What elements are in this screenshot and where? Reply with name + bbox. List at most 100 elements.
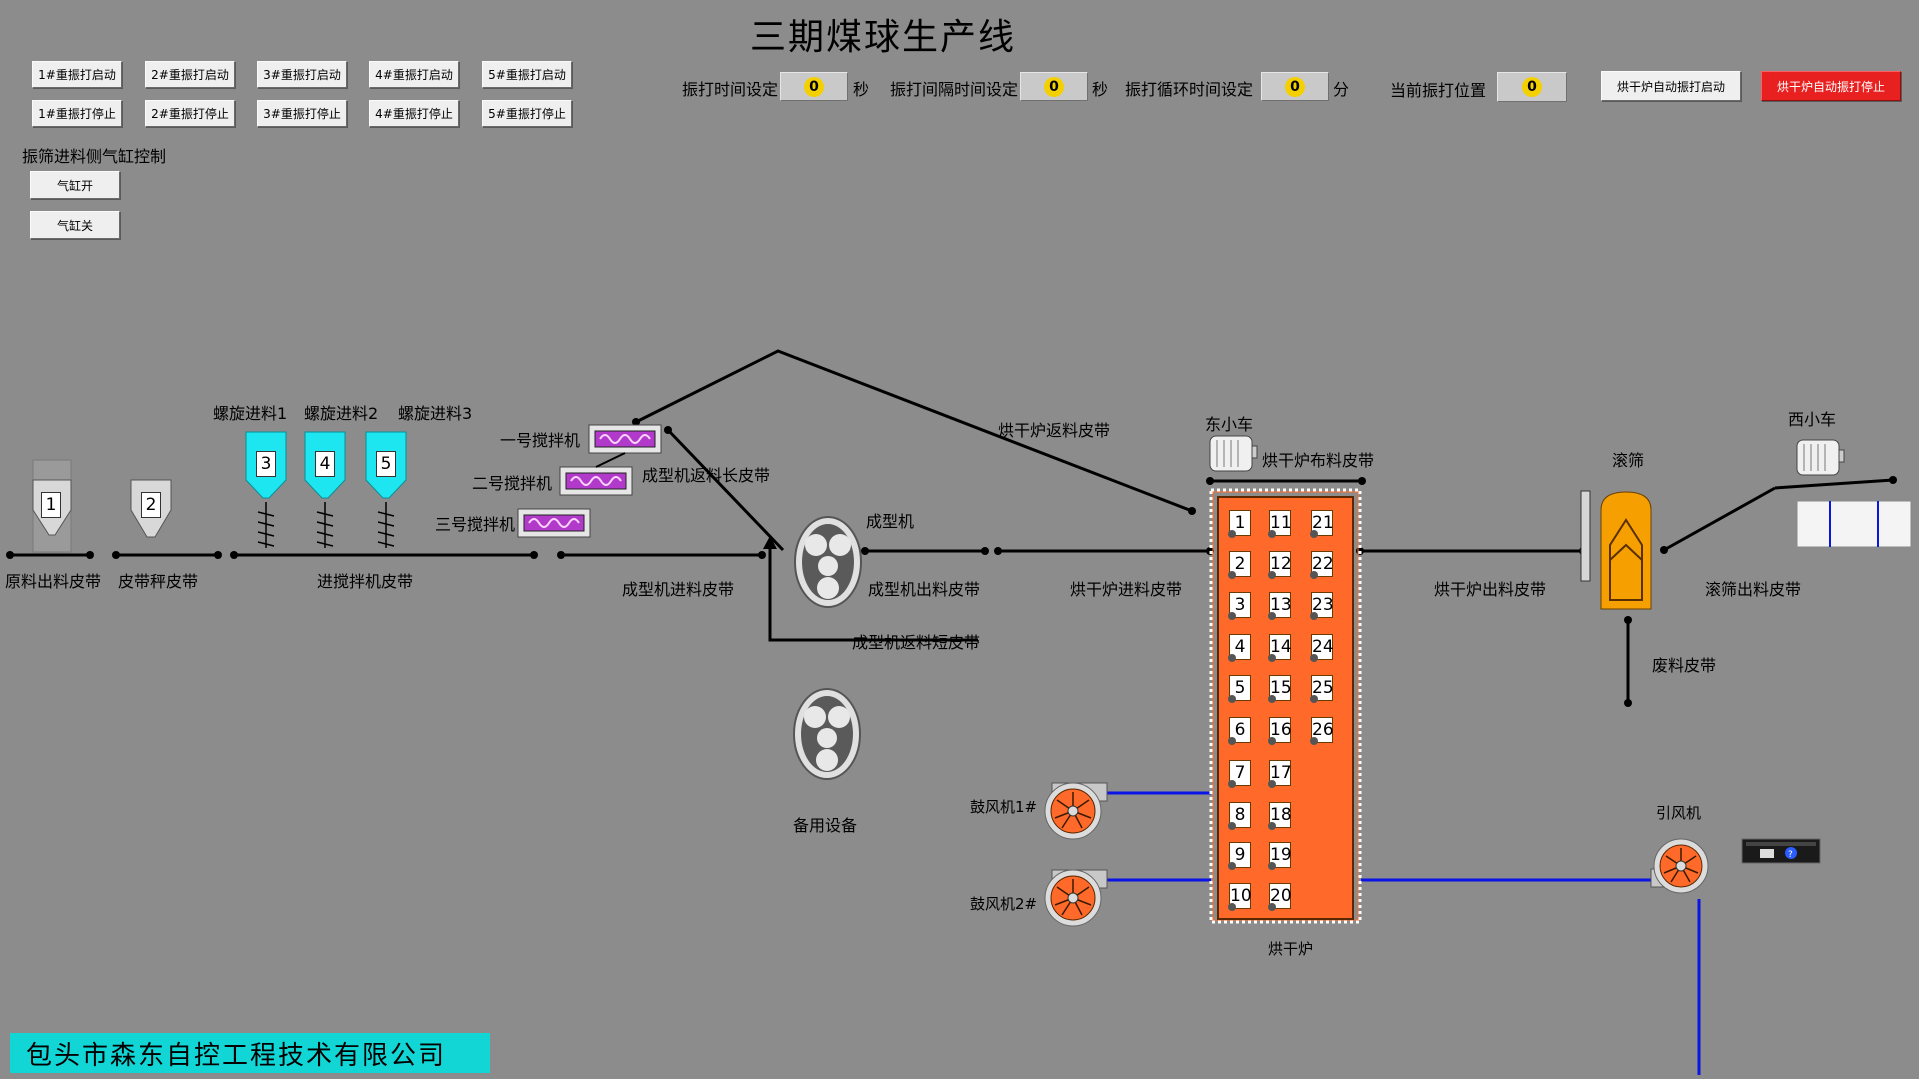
dryer-cell-25[interactable]: 25 (1310, 675, 1334, 703)
hopper-4[interactable] (304, 431, 346, 548)
dryer-return-belt-line (635, 349, 1193, 513)
drum-screen[interactable] (1580, 490, 1652, 610)
dryer-auto-vibrate-stop-button[interactable]: 烘干炉自动振打停止 (1761, 71, 1901, 101)
dryer-cell-8[interactable]: 8 (1228, 802, 1251, 830)
cycle-time-input[interactable]: 0 (1261, 72, 1329, 101)
former-out-belt-label: 成型机出料皮带 (868, 580, 981, 599)
dryer-cell-16[interactable]: 16 (1268, 717, 1292, 745)
spiral-3-label: 螺旋进料3 (398, 404, 473, 423)
hit-time-value: 0 (804, 76, 824, 97)
dryer-cell-14[interactable]: 14 (1268, 634, 1292, 662)
draft-fan-label: 引风机 (1656, 804, 1702, 822)
vibrate-2-start-button[interactable]: 2#重振打启动 (145, 61, 235, 88)
blower-2-label: 鼓风机2# (970, 895, 1038, 913)
cycle-time-unit: 分 (1333, 80, 1350, 99)
former-label: 成型机 (866, 512, 915, 531)
dryer-cell-6[interactable]: 6 (1228, 717, 1251, 745)
mixer-1[interactable] (588, 424, 662, 454)
dryer-cell-1[interactable]: 1 (1228, 510, 1251, 538)
dryer-cell-26[interactable]: 26 (1310, 717, 1334, 745)
backup-device-label: 备用设备 (793, 816, 858, 835)
hopper-5-number: 5 (376, 451, 396, 477)
cylinder-open-button[interactable]: 气缸开 (30, 171, 120, 199)
vibrate-1-stop-button[interactable]: 1#重振打停止 (32, 100, 122, 127)
hopper-4-number: 4 (315, 451, 335, 477)
dryer-cell-3[interactable]: 3 (1228, 592, 1251, 620)
cylinder-control-heading: 振筛进料侧气缸控制 (22, 147, 167, 166)
long-return-belt-label: 成型机返料长皮带 (642, 466, 771, 485)
dryer-cell-18[interactable]: 18 (1268, 802, 1292, 830)
system-tray-icon[interactable]: ? (1741, 838, 1821, 864)
dryer-cell-17[interactable]: 17 (1268, 760, 1292, 788)
dryer-cell-19[interactable]: 19 (1268, 842, 1292, 870)
short-return-belt-label: 成型机返料短皮带 (852, 633, 981, 652)
waste-belt-label: 废料皮带 (1652, 656, 1717, 675)
current-position-label: 当前振打位置 (1390, 81, 1487, 100)
company-banner: 包头市森东自控工程技术有限公司 (10, 1033, 490, 1073)
spiral-2-label: 螺旋进料2 (304, 404, 379, 423)
backup-former[interactable] (793, 688, 861, 780)
dryer-cell-20[interactable]: 20 (1268, 883, 1292, 911)
blower-1[interactable] (1044, 782, 1108, 840)
dryer-dist-belt-label: 烘干炉布料皮带 (1262, 451, 1375, 470)
hopper-2-number: 2 (141, 492, 161, 518)
blower-1-label: 鼓风机1# (970, 798, 1038, 816)
dryer-cell-9[interactable]: 9 (1228, 842, 1251, 870)
cylinder-close-button[interactable]: 气缸关 (30, 211, 120, 239)
vibrate-5-stop-button[interactable]: 5#重振打停止 (482, 100, 572, 127)
hopper-1-number: 1 (41, 492, 61, 518)
dryer-cell-22[interactable]: 22 (1310, 551, 1334, 579)
mixer-2-label: 二号搅拌机 (472, 474, 553, 493)
west-cart[interactable] (1796, 439, 1845, 476)
dryer-cell-2[interactable]: 2 (1228, 551, 1251, 579)
dryer-cell-5[interactable]: 5 (1228, 675, 1251, 703)
dryer-return-belt-label: 烘干炉返料皮带 (998, 421, 1111, 440)
dryer-cell-15[interactable]: 15 (1268, 675, 1292, 703)
dryer-cell-13[interactable]: 13 (1268, 592, 1292, 620)
screen-out-belt-label: 滚筛出料皮带 (1705, 580, 1802, 599)
hopper-3[interactable] (245, 431, 287, 548)
dryer-label: 烘干炉 (1268, 940, 1314, 958)
vibrate-3-start-button[interactable]: 3#重振打启动 (257, 61, 347, 88)
vibrate-4-start-button[interactable]: 4#重振打启动 (369, 61, 459, 88)
former-machine[interactable] (794, 516, 862, 608)
spiral-1-label: 螺旋进料1 (213, 404, 288, 423)
blower-2[interactable] (1044, 869, 1108, 927)
hit-time-input[interactable]: 0 (780, 72, 848, 101)
vibrate-1-start-button[interactable]: 1#重振打启动 (32, 61, 122, 88)
interval-time-input[interactable]: 0 (1020, 72, 1088, 101)
vibrate-2-stop-button[interactable]: 2#重振打停止 (145, 100, 235, 127)
west-cart-track-line (1774, 478, 1894, 490)
interval-time-unit: 秒 (1092, 80, 1109, 99)
mixer-3[interactable] (517, 508, 591, 538)
hopper-3-number: 3 (256, 451, 276, 477)
vibrate-5-start-button[interactable]: 5#重振打启动 (482, 61, 572, 88)
west-storage-bin (1796, 500, 1912, 548)
dryer-cell-21[interactable]: 21 (1310, 510, 1334, 538)
scale-belt-label: 皮带秤皮带 (118, 572, 199, 591)
east-cart[interactable] (1209, 435, 1258, 472)
vibrate-4-stop-button[interactable]: 4#重振打停止 (369, 100, 459, 127)
cycle-time-label: 振打循环时间设定 (1125, 80, 1254, 99)
screen-out-belt-line (1663, 486, 1776, 552)
dryer-auto-vibrate-start-button[interactable]: 烘干炉自动振打启动 (1601, 71, 1741, 101)
interval-time-value: 0 (1044, 76, 1064, 97)
dryer-cell-11[interactable]: 11 (1268, 510, 1292, 538)
mixer-2[interactable] (559, 466, 633, 496)
dryer-cell-24[interactable]: 24 (1310, 634, 1334, 662)
hit-time-label: 振打时间设定 (682, 80, 779, 99)
hopper-5[interactable] (365, 431, 407, 548)
dryer-cell-4[interactable]: 4 (1228, 634, 1251, 662)
mixer-3-label: 三号搅拌机 (435, 515, 516, 534)
long-return-belt-line (666, 428, 785, 552)
current-position-value: 0 (1522, 77, 1542, 97)
draft-fan[interactable] (1650, 838, 1709, 894)
vibrate-3-stop-button[interactable]: 3#重振打停止 (257, 100, 347, 127)
svg-text:?: ? (1788, 850, 1793, 860)
dryer-cell-7[interactable]: 7 (1228, 760, 1251, 788)
dryer-cell-12[interactable]: 12 (1268, 551, 1292, 579)
dryer-out-belt-label: 烘干炉出料皮带 (1434, 580, 1547, 599)
dryer-cell-23[interactable]: 23 (1310, 592, 1334, 620)
dryer-cell-10[interactable]: 10 (1228, 883, 1252, 911)
return-arrow-icon (763, 536, 777, 549)
